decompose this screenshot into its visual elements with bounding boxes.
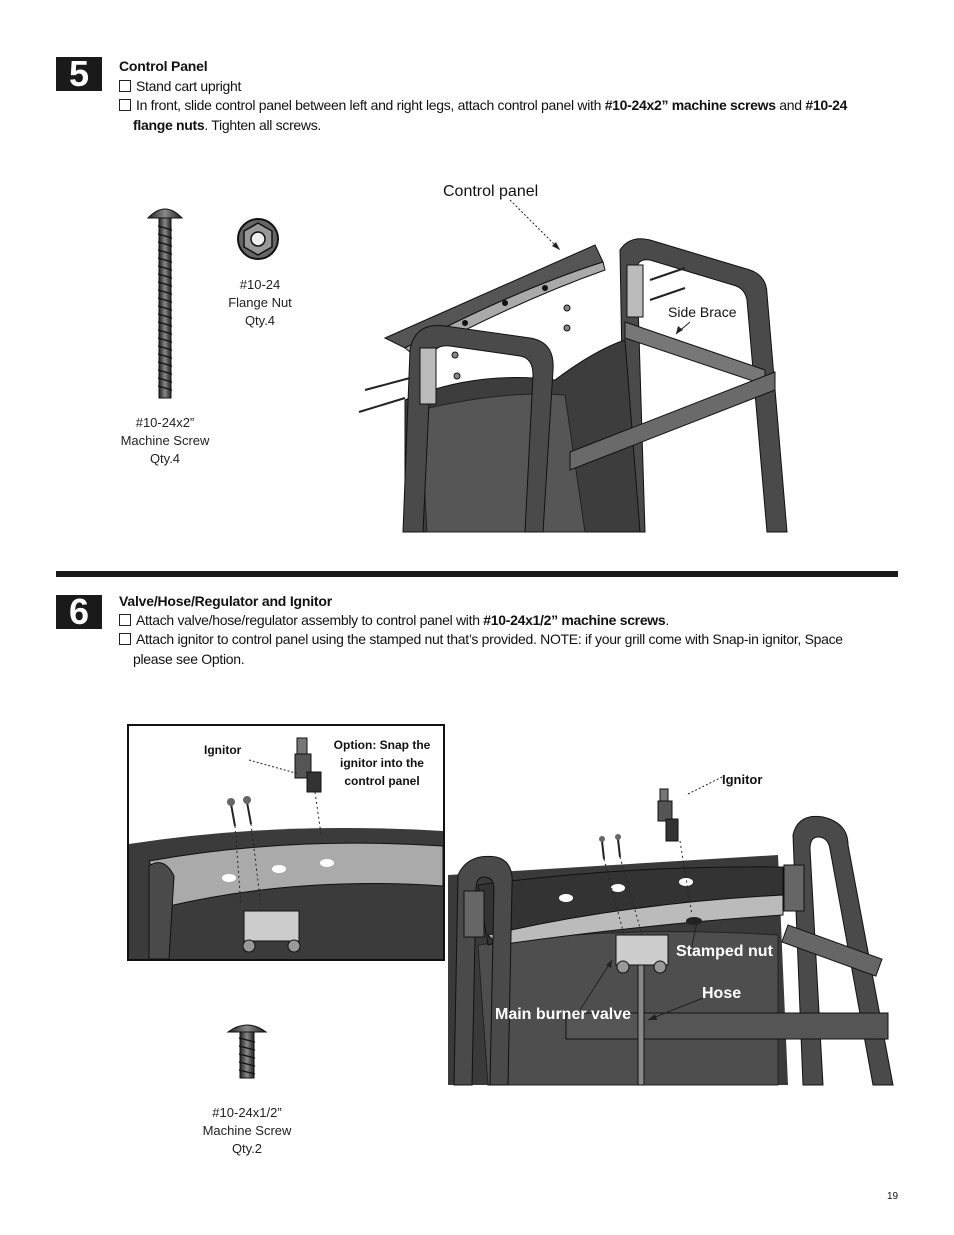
page-number: 19 [887,1191,899,1202]
cart-control-panel-illustration [358,238,788,533]
control-panel-callout: Control panel [443,183,539,200]
step-6-instruction-1: Attach valve/hose/regulator assembly to … [119,611,669,630]
cart-valve-ignitor-illustration [448,776,894,1086]
machine-screw-half-inch-icon [226,1024,268,1079]
checkbox[interactable] [119,614,131,626]
machine-screw-half-inch-label: #10-24x1/2” Machine Screw Qty.2 [202,1105,292,1156]
checkbox[interactable] [119,80,131,92]
section-divider [56,571,898,577]
step-5-instruction-1: Stand cart upright [119,77,241,96]
machine-screw-2in-icon [146,208,184,399]
snap-in-ignitor-option-inset [127,724,445,961]
machine-screw-2in-label: #10-24x2” Machine Screw Qty.4 [120,415,210,466]
step-6-instruction-2-cont: please see Option. [133,651,245,667]
checkbox[interactable] [119,99,131,111]
inset-option-note: Option: Snap the ignitor into the contro… [333,738,431,788]
step-5-instruction-2: In front, slide control panel between le… [119,96,847,115]
inset-ignitor-label: Ignitor [204,743,242,757]
inset-illustration [129,737,443,959]
stamped-nut-callout: Stamped nut [676,943,773,960]
side-brace-callout: Side Brace [668,304,737,320]
step-5-number: 5 [56,56,102,92]
hose-callout: Hose [702,985,742,1002]
checkbox[interactable] [119,633,131,645]
step-5-instruction-2-cont: flange nuts. Tighten all screws. [133,117,322,133]
step-6-number: 6 [56,594,102,630]
flange-nut-icon [237,218,279,260]
ignitor-callout: Ignitor [722,772,763,787]
flange-nut-label: #10-24 Flange Nut Qty.4 [228,277,292,328]
step-6-instruction-2: Attach ignitor to control panel using th… [119,630,843,649]
main-burner-valve-callout: Main burner valve [495,1006,632,1023]
step-5-title: Control Panel [119,58,208,74]
step-6-title: Valve/Hose/Regulator and Ignitor [119,593,332,609]
